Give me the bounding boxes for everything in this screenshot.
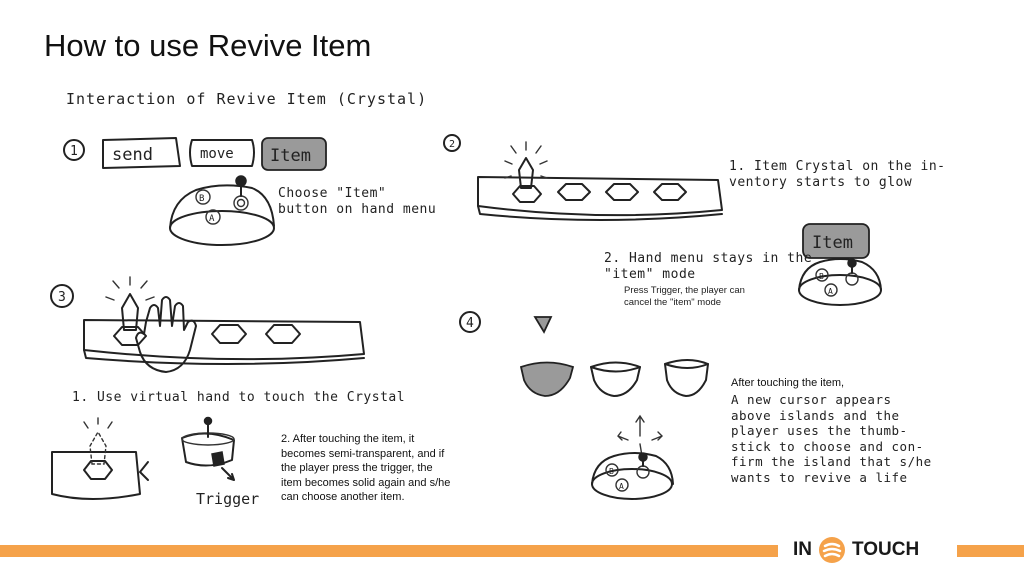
step2-controller-top	[798, 258, 882, 291]
step4-controller-base	[591, 468, 673, 500]
arrow-up	[635, 414, 645, 437]
step2-controller-a-button	[824, 283, 838, 297]
island-2-rim	[590, 366, 641, 373]
step4-number-circle	[459, 311, 481, 333]
move-button-sketch	[189, 139, 255, 167]
island-3-rim	[664, 363, 709, 369]
island-cursor-sketch	[533, 316, 553, 334]
trigger-controller-body	[181, 432, 235, 467]
step3b-arrow-mark	[139, 461, 149, 481]
slide-subtitle: Interaction of Revive Item (Crystal)	[66, 90, 428, 108]
inventory-bar-edge	[477, 205, 723, 221]
step3-slot-3	[211, 324, 247, 344]
controller-b-label: B	[199, 194, 204, 204]
item-button-sketch	[261, 137, 327, 171]
step2-controller-b-button	[815, 268, 829, 282]
step4-controller-a-button	[615, 478, 629, 492]
step1-number-circle	[63, 139, 85, 161]
step4-controller-top	[591, 452, 674, 485]
step3-crystal-glow	[105, 276, 155, 301]
step3-note-2: 2. After touching the item, it becomes s…	[281, 433, 451, 503]
step2-thumbstick-cap	[847, 258, 857, 268]
step3-slot-4	[265, 324, 301, 344]
footer-accent-bar-right	[957, 545, 1024, 557]
crystal-sketch	[518, 157, 534, 189]
step3b-inventory-bar	[51, 451, 141, 500]
move-button-label: move	[200, 146, 234, 162]
slide-title: How to use Revive Item	[44, 28, 372, 63]
thumbstick-inner	[236, 198, 246, 208]
step4-thumbstick-base	[636, 465, 650, 479]
arrow-left	[617, 431, 629, 441]
step4-number: 4	[466, 316, 474, 331]
island-3	[664, 359, 709, 397]
step4-controller-a-label: A	[619, 482, 624, 491]
step2-item-button-sketch	[802, 223, 870, 259]
step2-item-button-label: Item	[812, 233, 853, 253]
step2-note-1: 1. Item Crystal on the in- ventory start…	[729, 159, 946, 190]
step3-number: 3	[58, 290, 66, 305]
footer-accent-bar-left	[0, 545, 778, 557]
intouch-logo: IN TOUCH	[793, 535, 919, 565]
crystal-glow-rays	[504, 141, 548, 179]
semi-transparent-crystal	[89, 430, 107, 465]
step2-number-circle	[443, 134, 461, 152]
logo-mark-icon	[819, 537, 845, 563]
controller-a-label: A	[209, 214, 215, 224]
step4-controller-b-button	[605, 463, 619, 477]
inventory-slot-2	[557, 183, 591, 201]
step3-note-1: 1. Use virtual hand to touch the Crystal	[72, 390, 406, 405]
arrow-right	[651, 431, 663, 441]
step3-sketch: 3 Trigger	[50, 276, 365, 508]
trigger-label: Trigger	[196, 490, 259, 508]
island-1-selected	[519, 361, 575, 397]
step2-note-small: Press Trigger, the player can cancel the…	[624, 285, 745, 308]
step4-sketch: 4 B A	[459, 311, 709, 500]
controller-a-button	[205, 209, 221, 225]
step3-crystal	[121, 293, 139, 331]
trigger-button-sketch	[211, 451, 225, 467]
step1-sketch: 1 send move Item B A	[63, 137, 327, 246]
controller-b-button	[195, 189, 211, 205]
controller-base	[169, 210, 275, 246]
step3-slot-1	[113, 326, 147, 346]
controller-top	[169, 184, 275, 229]
step3-inventory-bar	[83, 319, 365, 361]
step2-controller-a-label: A	[828, 287, 833, 296]
step3-inventory-edge	[83, 349, 365, 365]
semi-transparent-glow	[83, 417, 113, 429]
step4-thumbstick-cap	[638, 452, 648, 462]
step2-sketch: 2 Item B A	[443, 134, 882, 306]
thumbstick-cap	[235, 175, 247, 187]
item-button-label: Item	[270, 146, 311, 166]
inventory-slot-4	[653, 183, 687, 201]
send-button-label: send	[112, 145, 153, 165]
step2-number: 2	[449, 139, 455, 150]
step4-note: A new cursor appears above islands and t…	[731, 392, 932, 485]
send-button-sketch	[102, 137, 181, 169]
inventory-bar-sketch	[477, 176, 723, 217]
trigger-arrow	[221, 467, 235, 481]
logo-text-in: IN	[793, 539, 812, 560]
step2-controller-b-label: B	[819, 272, 824, 281]
step1-note: Choose "Item" button on hand menu	[278, 186, 437, 217]
logo-text-touch: TOUCH	[852, 539, 920, 560]
step2-note-2: 2. Hand menu stays in the "item" mode	[604, 251, 813, 282]
trigger-controller-cap	[203, 416, 213, 426]
step3-number-circle	[50, 284, 74, 308]
inventory-slot-3	[605, 183, 639, 201]
step4-controller-b-label: B	[609, 467, 614, 476]
island-2	[590, 361, 641, 397]
step1-number: 1	[70, 144, 78, 159]
thumbstick-base	[233, 195, 249, 211]
step4-note-head: After touching the item,	[731, 377, 845, 389]
virtual-hand-sketch	[135, 296, 197, 373]
